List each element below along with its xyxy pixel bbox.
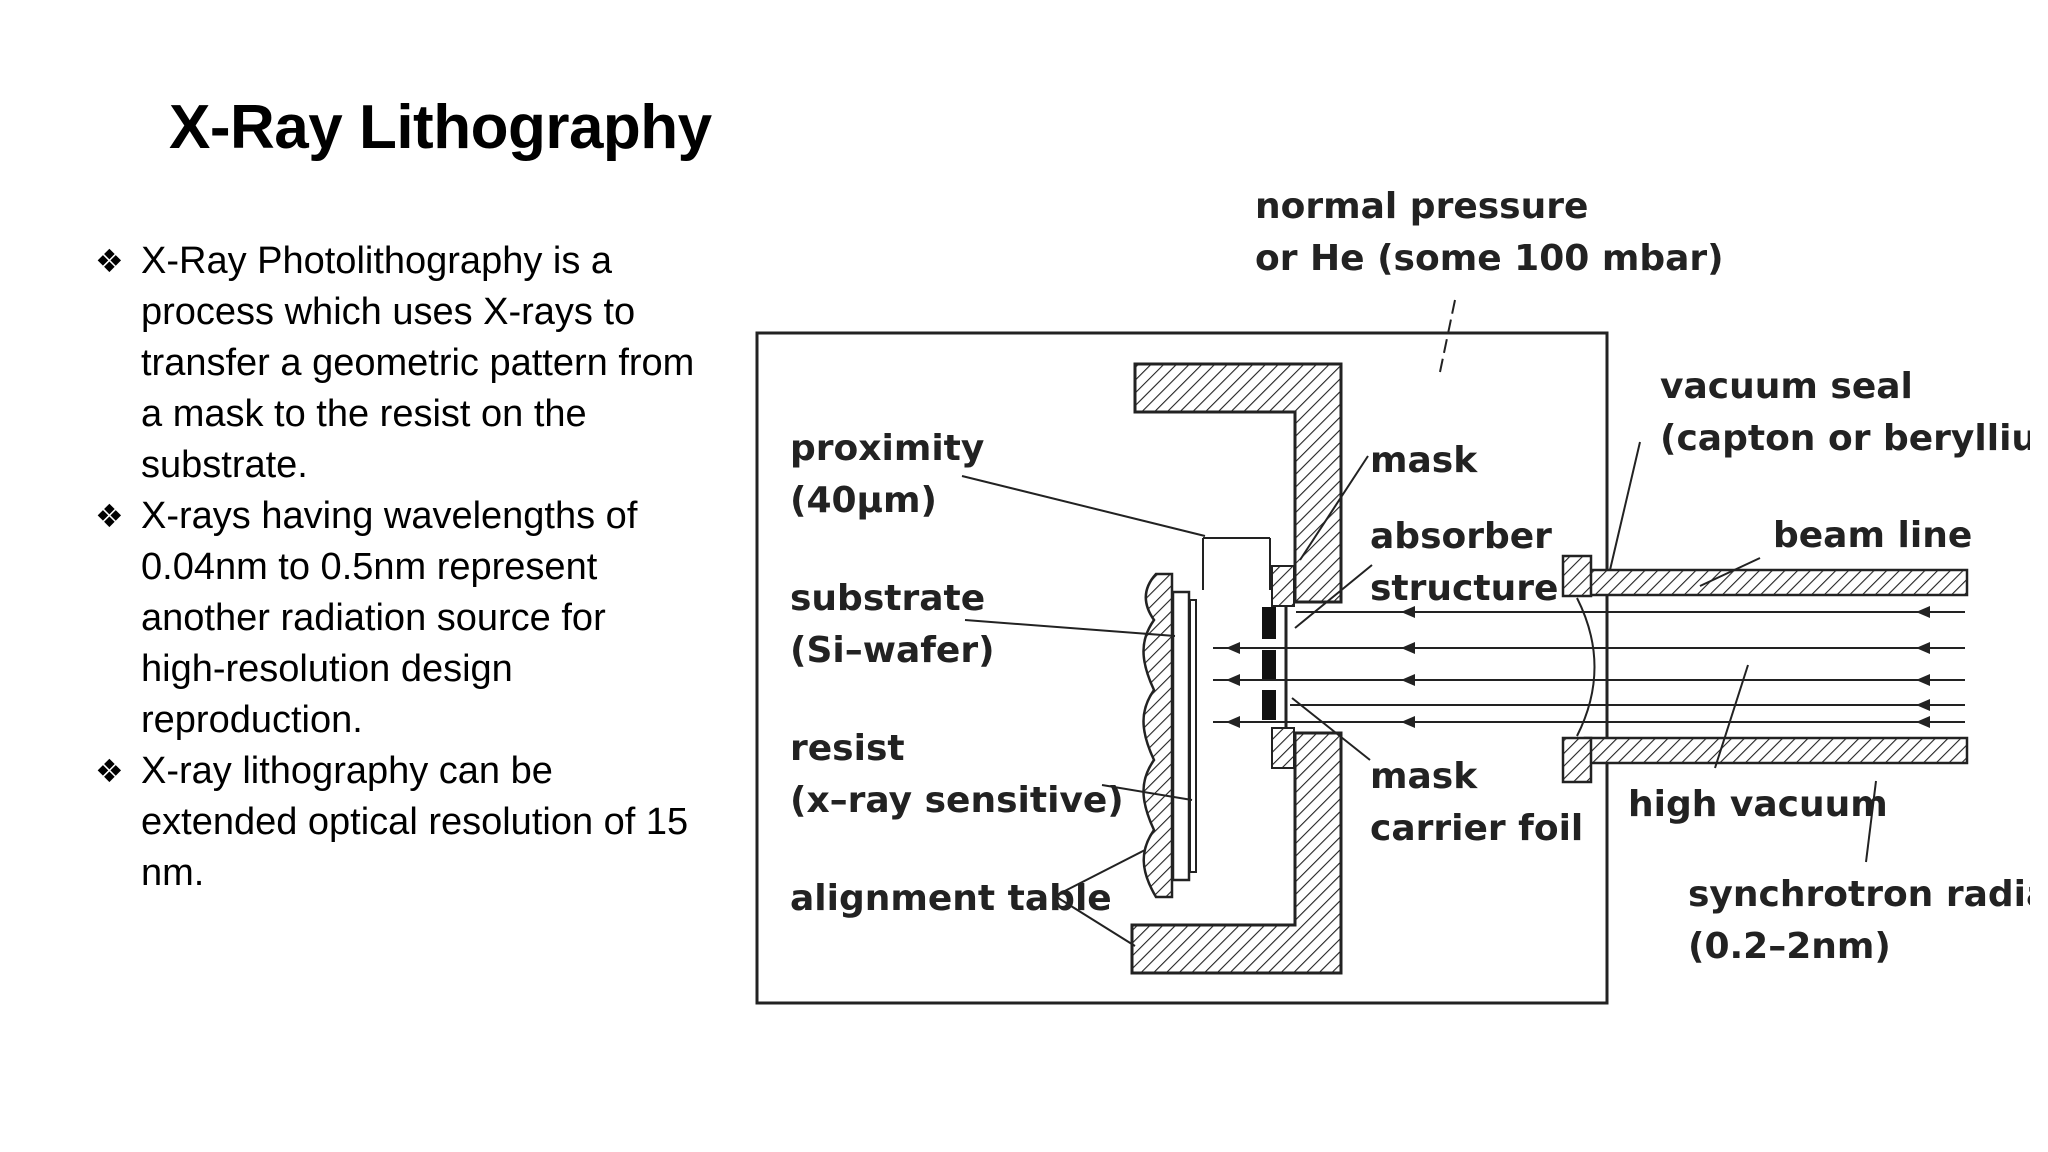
chamber-box [755, 331, 1609, 1005]
xray-lithography-diagram: normal pressure or He (some 100 mbar) va… [755, 186, 2030, 1005]
leader-lines [961, 299, 1877, 947]
mask-holder-upper [1133, 362, 1343, 604]
bullet-text: X-rays having wavelengths of 0.04nm to 0… [141, 495, 638, 741]
beam-line-upper-wall [1583, 568, 1969, 597]
absorber-block [1262, 607, 1276, 639]
label-absorber: absorber [1370, 516, 1552, 557]
mask-frame-lower [1271, 727, 1295, 769]
absorber-block [1262, 690, 1276, 720]
label-beam-line: beam line [1773, 515, 1972, 556]
bullet-list: ❖ X-Ray Photolithography is a process wh… [95, 236, 695, 899]
beam-line-lower-wall [1583, 736, 1969, 765]
slide-title: X-Ray Lithography [169, 93, 712, 162]
bullet-item: ❖ X-rays having wavelengths of 0.04nm to… [95, 491, 695, 746]
vacuum-seal-window [1576, 597, 1596, 737]
label-normal-pressure: normal pressure [1255, 186, 1588, 227]
bullet-text: X-ray lithography can be extended optica… [141, 750, 689, 894]
resist-layer [1189, 599, 1197, 873]
label-high-vacuum: high vacuum [1628, 784, 1888, 825]
diamond-bullet-icon: ❖ [95, 242, 124, 280]
label-synchrotron: synchrotron radiation [1688, 874, 2030, 915]
bullet-item: ❖ X-Ray Photolithography is a process wh… [95, 236, 695, 491]
label-mask: mask [1370, 440, 1478, 481]
label-alignment-table: alignment table [790, 878, 1112, 919]
vacuum-seal-flange-lower [1561, 736, 1593, 784]
label-vacuum-seal: vacuum seal [1660, 366, 1913, 407]
vacuum-seal-flange-upper [1561, 554, 1593, 598]
diamond-bullet-icon: ❖ [95, 752, 124, 790]
label-vacuum-seal-2: (capton or beryllium) [1660, 418, 2030, 459]
diamond-bullet-icon: ❖ [95, 497, 124, 535]
label-mask-carrier-2: carrier foil [1370, 808, 1583, 849]
absorber-block [1262, 650, 1276, 680]
bullet-item: ❖ X-ray lithography can be extended opti… [95, 746, 695, 899]
label-proximity: proximity [790, 428, 984, 469]
bullet-text: X-Ray Photolithography is a process whic… [141, 240, 695, 486]
label-normal-pressure-2: or He (some 100 mbar) [1255, 238, 1724, 279]
label-resist-2: (x–ray sensitive) [790, 780, 1124, 821]
label-substrate: substrate [790, 578, 985, 619]
label-proximity-2: (40µm) [790, 480, 937, 521]
label-mask-carrier: mask [1370, 756, 1478, 797]
alignment-table [1142, 572, 1174, 899]
mask-holder-lower [1130, 731, 1343, 975]
label-synchrotron-2: (0.2–2nm) [1688, 926, 1891, 967]
label-absorber-2: structure [1370, 568, 1558, 609]
label-substrate-2: (Si–wafer) [790, 630, 995, 671]
substrate-wafer [1171, 590, 1191, 882]
beam-arrowheads [1226, 606, 1930, 728]
mask-frame-upper [1271, 565, 1295, 607]
label-resist: resist [790, 728, 905, 769]
